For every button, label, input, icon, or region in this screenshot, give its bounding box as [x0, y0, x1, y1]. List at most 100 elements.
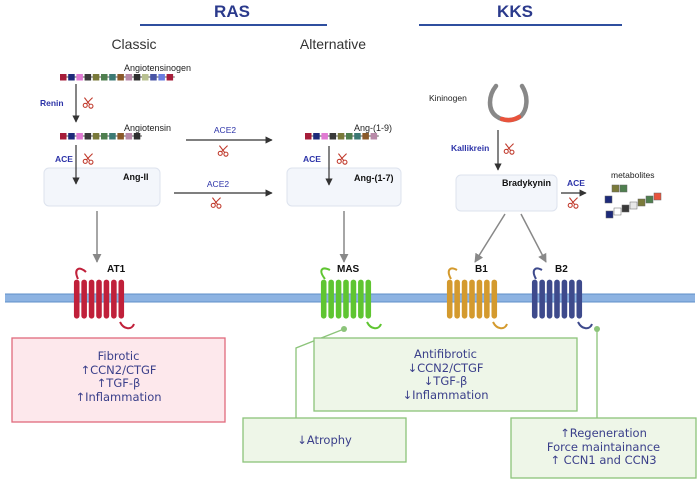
at1-receptor	[73, 267, 135, 330]
scissors-icon	[210, 197, 222, 209]
antifibrotic-effects: Antifibrotic ↓CCN2/CTGF ↓TGF-β ↓Inflamma…	[314, 347, 577, 402]
amino-acid-residue	[329, 133, 337, 140]
ace-label-classic: ACE	[55, 154, 73, 164]
ace-label-kks: ACE	[567, 178, 585, 188]
kks-header: KKS	[497, 2, 533, 21]
amino-acid-residue	[84, 74, 92, 81]
ang-ii-box	[43, 167, 161, 207]
amino-acid-residue	[60, 133, 67, 140]
amino-acid-residue	[125, 133, 133, 140]
scissors-icon	[82, 97, 94, 109]
fibrotic-line: ↑TGF-β	[96, 376, 141, 390]
metabolite-residue	[621, 204, 630, 213]
ang-1-9-label: Ang-(1-9)	[354, 123, 392, 133]
amino-acid-residue	[92, 74, 100, 81]
amino-acid-residue	[101, 133, 108, 140]
atrophy-effects: ↓Atrophy	[243, 433, 406, 448]
angiotensin-chain	[60, 133, 142, 140]
regeneration-line: ↑ CCN1 and CCN3	[550, 453, 657, 467]
regeneration-effects: ↑Regeneration Force maintainance ↑ CCN1 …	[511, 426, 696, 468]
kininogen-cleavage-site	[499, 114, 522, 123]
amino-acid-residue	[362, 133, 369, 140]
amino-acid-residue	[313, 133, 320, 140]
amino-acid-residue	[92, 133, 100, 140]
amino-acid-residue	[337, 133, 345, 140]
kallikrein-label: Kallikrein	[451, 143, 489, 153]
kininogen-icon	[487, 83, 529, 123]
scissors-icon	[217, 145, 229, 157]
scissors-icon	[567, 197, 579, 209]
amino-acid-residue	[133, 74, 141, 81]
metabolite-residue	[637, 198, 646, 207]
metabolite-fragments	[604, 184, 662, 219]
alternative-label: Alternative	[300, 36, 366, 52]
amino-acid-residue	[76, 74, 83, 81]
cell-membrane	[5, 294, 695, 302]
b2-receptor	[531, 267, 593, 330]
scissors-icon	[82, 153, 94, 165]
renin-label: Renin	[40, 98, 64, 108]
regeneration-line: Force maintainance	[546, 439, 661, 454]
amino-acid-residue	[68, 74, 75, 81]
amino-acid-residue	[109, 133, 116, 140]
b1-receptor	[446, 267, 508, 330]
b1-label: B1	[475, 264, 488, 275]
metabolite-residue	[611, 184, 620, 193]
regeneration-box	[510, 417, 697, 479]
atrophy-line: ↓Atrophy	[297, 433, 352, 447]
fibrotic-line: ↑Inflammation	[75, 389, 162, 404]
amino-acid-residue	[321, 133, 328, 140]
angiotensinogen-chain	[60, 74, 175, 81]
ras-header: RAS	[214, 2, 250, 21]
ang-1-7-label: Ang-(1-7)	[354, 173, 394, 183]
scissors-icon	[503, 143, 515, 155]
antifibrotic-line: Antifibrotic	[414, 347, 477, 361]
bradykinin-box	[455, 174, 558, 212]
fibrotic-box	[11, 337, 226, 423]
metabolite-residue	[619, 184, 628, 193]
metabolite-residue	[645, 195, 654, 204]
fibrotic-line: ↑CCN2/CTGF	[80, 362, 157, 377]
amino-acid-residue	[166, 74, 174, 81]
atrophy-box	[242, 417, 407, 463]
amino-acid-residue	[68, 133, 75, 140]
metabolites-label: metabolites	[611, 170, 654, 180]
classic-label: Classic	[111, 36, 156, 52]
ang-ii-label: Ang-II	[123, 172, 149, 182]
ang-1-7-box	[286, 167, 402, 207]
fibrotic-effects: Fibrotic ↑CCN2/CTGF ↑TGF-β ↑Inflammation	[12, 349, 225, 404]
ace2-label-bottom: ACE2	[207, 179, 229, 189]
ace-label-alternative: ACE	[303, 154, 321, 164]
metabolite-residue	[653, 192, 662, 201]
angiotensin-label: Angiotensin	[124, 123, 171, 133]
amino-acid-residue	[109, 74, 116, 81]
metabolite-residue	[605, 210, 614, 219]
amino-acid-residue	[150, 74, 157, 81]
scissors-icon	[336, 153, 348, 165]
antifibrotic-line: ↓Inflammation	[402, 387, 489, 402]
mas-to-atrophy-connector	[295, 328, 345, 418]
amino-acid-residue	[125, 74, 133, 81]
amino-acid-residue	[101, 74, 108, 81]
metabolite-residue	[629, 201, 638, 210]
amino-acid-residue	[117, 74, 124, 81]
metabolite-residue	[604, 195, 613, 204]
amino-acid-residue	[76, 133, 83, 140]
fibrotic-line: Fibrotic	[97, 349, 140, 363]
antifibrotic-line: ↓CCN2/CTGF	[407, 360, 484, 375]
ace2-label-top: ACE2	[214, 125, 236, 135]
bradykinin-to-b1-arrow	[474, 213, 506, 263]
b2-label: B2	[555, 264, 568, 275]
regeneration-line: ↑Regeneration	[560, 426, 647, 440]
angiotensinogen-label: Angiotensinogen	[124, 63, 191, 73]
ang-1-9-chain	[305, 133, 379, 140]
amino-acid-residue	[84, 133, 92, 140]
amino-acid-residue	[117, 133, 124, 140]
amino-acid-residue	[158, 74, 165, 81]
amino-acid-residue	[346, 133, 353, 140]
kininogen-label: Kininogen	[429, 93, 467, 103]
metabolite-residue	[613, 207, 622, 216]
bradykinin-label: Bradykynin	[502, 178, 551, 188]
amino-acid-residue	[133, 133, 141, 140]
